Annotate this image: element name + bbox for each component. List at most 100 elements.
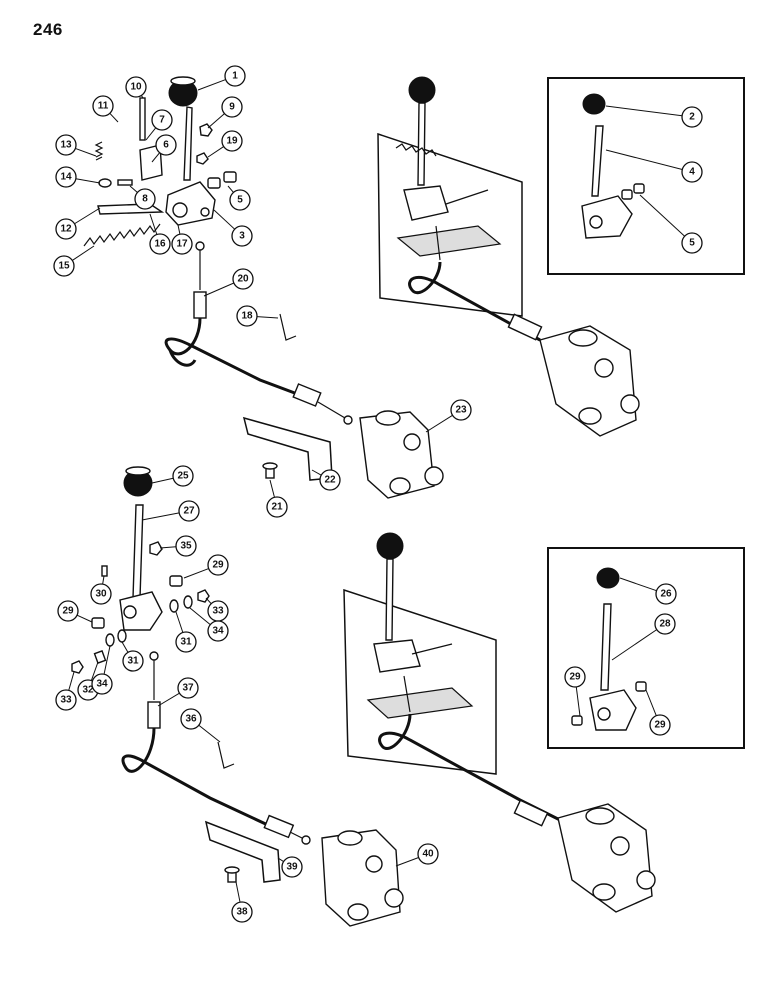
callout-29: 29 xyxy=(645,689,671,736)
callout-label: 26 xyxy=(660,589,672,600)
callout-label: 39 xyxy=(286,862,298,873)
callout-14: 14 xyxy=(55,166,101,188)
lower-detail-box xyxy=(547,547,745,749)
callout-21: 21 xyxy=(266,479,288,518)
callout-30: 30 xyxy=(90,575,112,605)
callout-label: 8 xyxy=(142,194,148,205)
callout-label: 15 xyxy=(58,261,70,272)
callout-34: 34 xyxy=(189,607,229,642)
callout-17: 17 xyxy=(171,224,193,255)
callout-10: 10 xyxy=(125,76,147,99)
callout-9: 9 xyxy=(207,96,243,129)
callout-16: 16 xyxy=(149,213,171,255)
callout-label: 3 xyxy=(239,231,245,242)
callout-label: 37 xyxy=(182,683,194,694)
callout-label: 33 xyxy=(60,695,72,706)
callout-label: 34 xyxy=(96,679,108,690)
callout-5: 5 xyxy=(227,185,251,211)
callout-label: 29 xyxy=(212,560,224,571)
callout-36: 36 xyxy=(180,708,221,743)
callout-label: 11 xyxy=(98,101,109,112)
callout-28: 28 xyxy=(611,613,676,661)
callout-label: 28 xyxy=(659,619,671,630)
callout-label: 35 xyxy=(180,541,192,552)
callout-31: 31 xyxy=(121,641,144,672)
callout-label: 4 xyxy=(689,167,695,178)
callout-label: 34 xyxy=(212,626,224,637)
callout-label: 10 xyxy=(130,82,142,93)
upper-exploded-lever-assembly xyxy=(83,76,444,499)
callout-label: 2 xyxy=(689,112,695,123)
lower-installed-lever-assembly xyxy=(343,532,656,913)
callout-2: 2 xyxy=(605,105,703,128)
callout-38: 38 xyxy=(231,881,253,923)
lower-exploded-lever-assembly xyxy=(71,466,404,927)
callout-label: 33 xyxy=(212,606,224,617)
callout-label: 21 xyxy=(271,502,283,513)
callout-label: 29 xyxy=(62,606,74,617)
upper-detail-box xyxy=(547,77,745,275)
callout-11: 11 xyxy=(92,95,119,123)
callout-7: 7 xyxy=(145,109,173,141)
callout-label: 32 xyxy=(82,685,94,696)
callout-label: 7 xyxy=(159,115,165,126)
callout-label: 40 xyxy=(422,849,434,860)
callout-label: 31 xyxy=(127,656,139,667)
callout-label: 18 xyxy=(241,311,253,322)
callout-6: 6 xyxy=(151,134,177,163)
callout-label: 23 xyxy=(455,405,467,416)
callout-label: 29 xyxy=(654,720,666,731)
callout-label: 25 xyxy=(177,471,189,482)
callout-15: 15 xyxy=(53,245,95,277)
callout-29: 29 xyxy=(564,666,586,717)
callout-label: 19 xyxy=(226,136,238,147)
callout-label: 6 xyxy=(163,140,169,151)
callout-12: 12 xyxy=(55,207,101,240)
callout-37: 37 xyxy=(157,677,199,707)
callout-39: 39 xyxy=(277,856,303,878)
callout-13: 13 xyxy=(55,134,97,157)
callout-label: 1 xyxy=(232,71,238,82)
callout-label: 29 xyxy=(569,672,581,683)
callout-label: 5 xyxy=(689,238,695,249)
callout-1: 1 xyxy=(197,65,246,91)
callout-label: 14 xyxy=(60,172,72,183)
page-number: 246 xyxy=(33,20,63,39)
callout-29: 29 xyxy=(183,554,229,579)
callout-label: 27 xyxy=(183,506,195,517)
callout-label: 17 xyxy=(176,239,188,250)
callout-label: 20 xyxy=(237,274,249,285)
callout-20: 20 xyxy=(203,268,254,297)
callout-label: 38 xyxy=(236,907,248,918)
callout-25: 25 xyxy=(151,465,194,487)
callout-40: 40 xyxy=(395,843,439,867)
callout-18: 18 xyxy=(236,305,279,327)
callout-35: 35 xyxy=(159,535,197,557)
callout-label: 22 xyxy=(324,475,336,486)
callout-3: 3 xyxy=(213,209,253,247)
callout-26: 26 xyxy=(619,577,677,605)
callout-33: 33 xyxy=(205,597,229,622)
callout-label: 9 xyxy=(229,102,235,113)
callout-34: 34 xyxy=(91,645,113,695)
callout-8: 8 xyxy=(129,185,156,210)
callout-4: 4 xyxy=(605,149,703,183)
callout-label: 36 xyxy=(185,714,197,725)
callout-19: 19 xyxy=(207,130,243,158)
callout-label: 13 xyxy=(60,140,72,151)
callout-29: 29 xyxy=(57,600,93,623)
callout-label: 31 xyxy=(180,637,192,648)
callout-31: 31 xyxy=(175,611,197,653)
callout-23: 23 xyxy=(425,399,472,433)
callout-22: 22 xyxy=(311,469,341,491)
callout-label: 16 xyxy=(154,239,166,250)
callout-label: 30 xyxy=(95,589,107,600)
callout-27: 27 xyxy=(141,500,200,522)
callout-label: 5 xyxy=(237,195,243,206)
callout-5: 5 xyxy=(639,194,703,254)
upper-installed-lever-assembly xyxy=(377,76,640,437)
callout-33: 33 xyxy=(55,671,77,711)
callout-label: 12 xyxy=(60,224,72,235)
